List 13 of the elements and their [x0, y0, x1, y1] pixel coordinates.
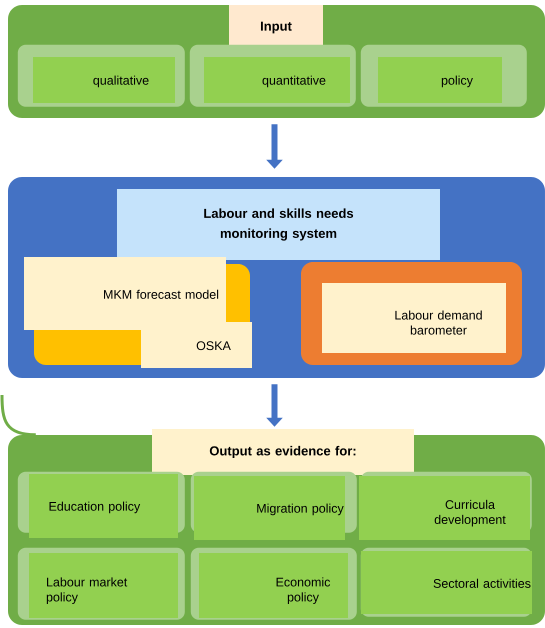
- output-box: Education policy: [18, 472, 185, 538]
- output-box: Curricula development: [359, 472, 532, 540]
- input-box: quantitative: [190, 44, 356, 107]
- input-box: qualitative: [18, 44, 185, 107]
- output-box: Migration policy: [190, 472, 357, 540]
- output-box: Labour market policy: [18, 548, 185, 620]
- output-box: Economic policy: [190, 548, 357, 620]
- node-label: OSKA: [196, 341, 231, 350]
- model-box: OSKA: [141, 322, 252, 368]
- connector-line: [0, 394, 36, 436]
- input-box: policy: [360, 44, 527, 107]
- model-box: Labour demand barometer: [322, 283, 506, 353]
- output-box: Sectoral activities: [360, 548, 532, 617]
